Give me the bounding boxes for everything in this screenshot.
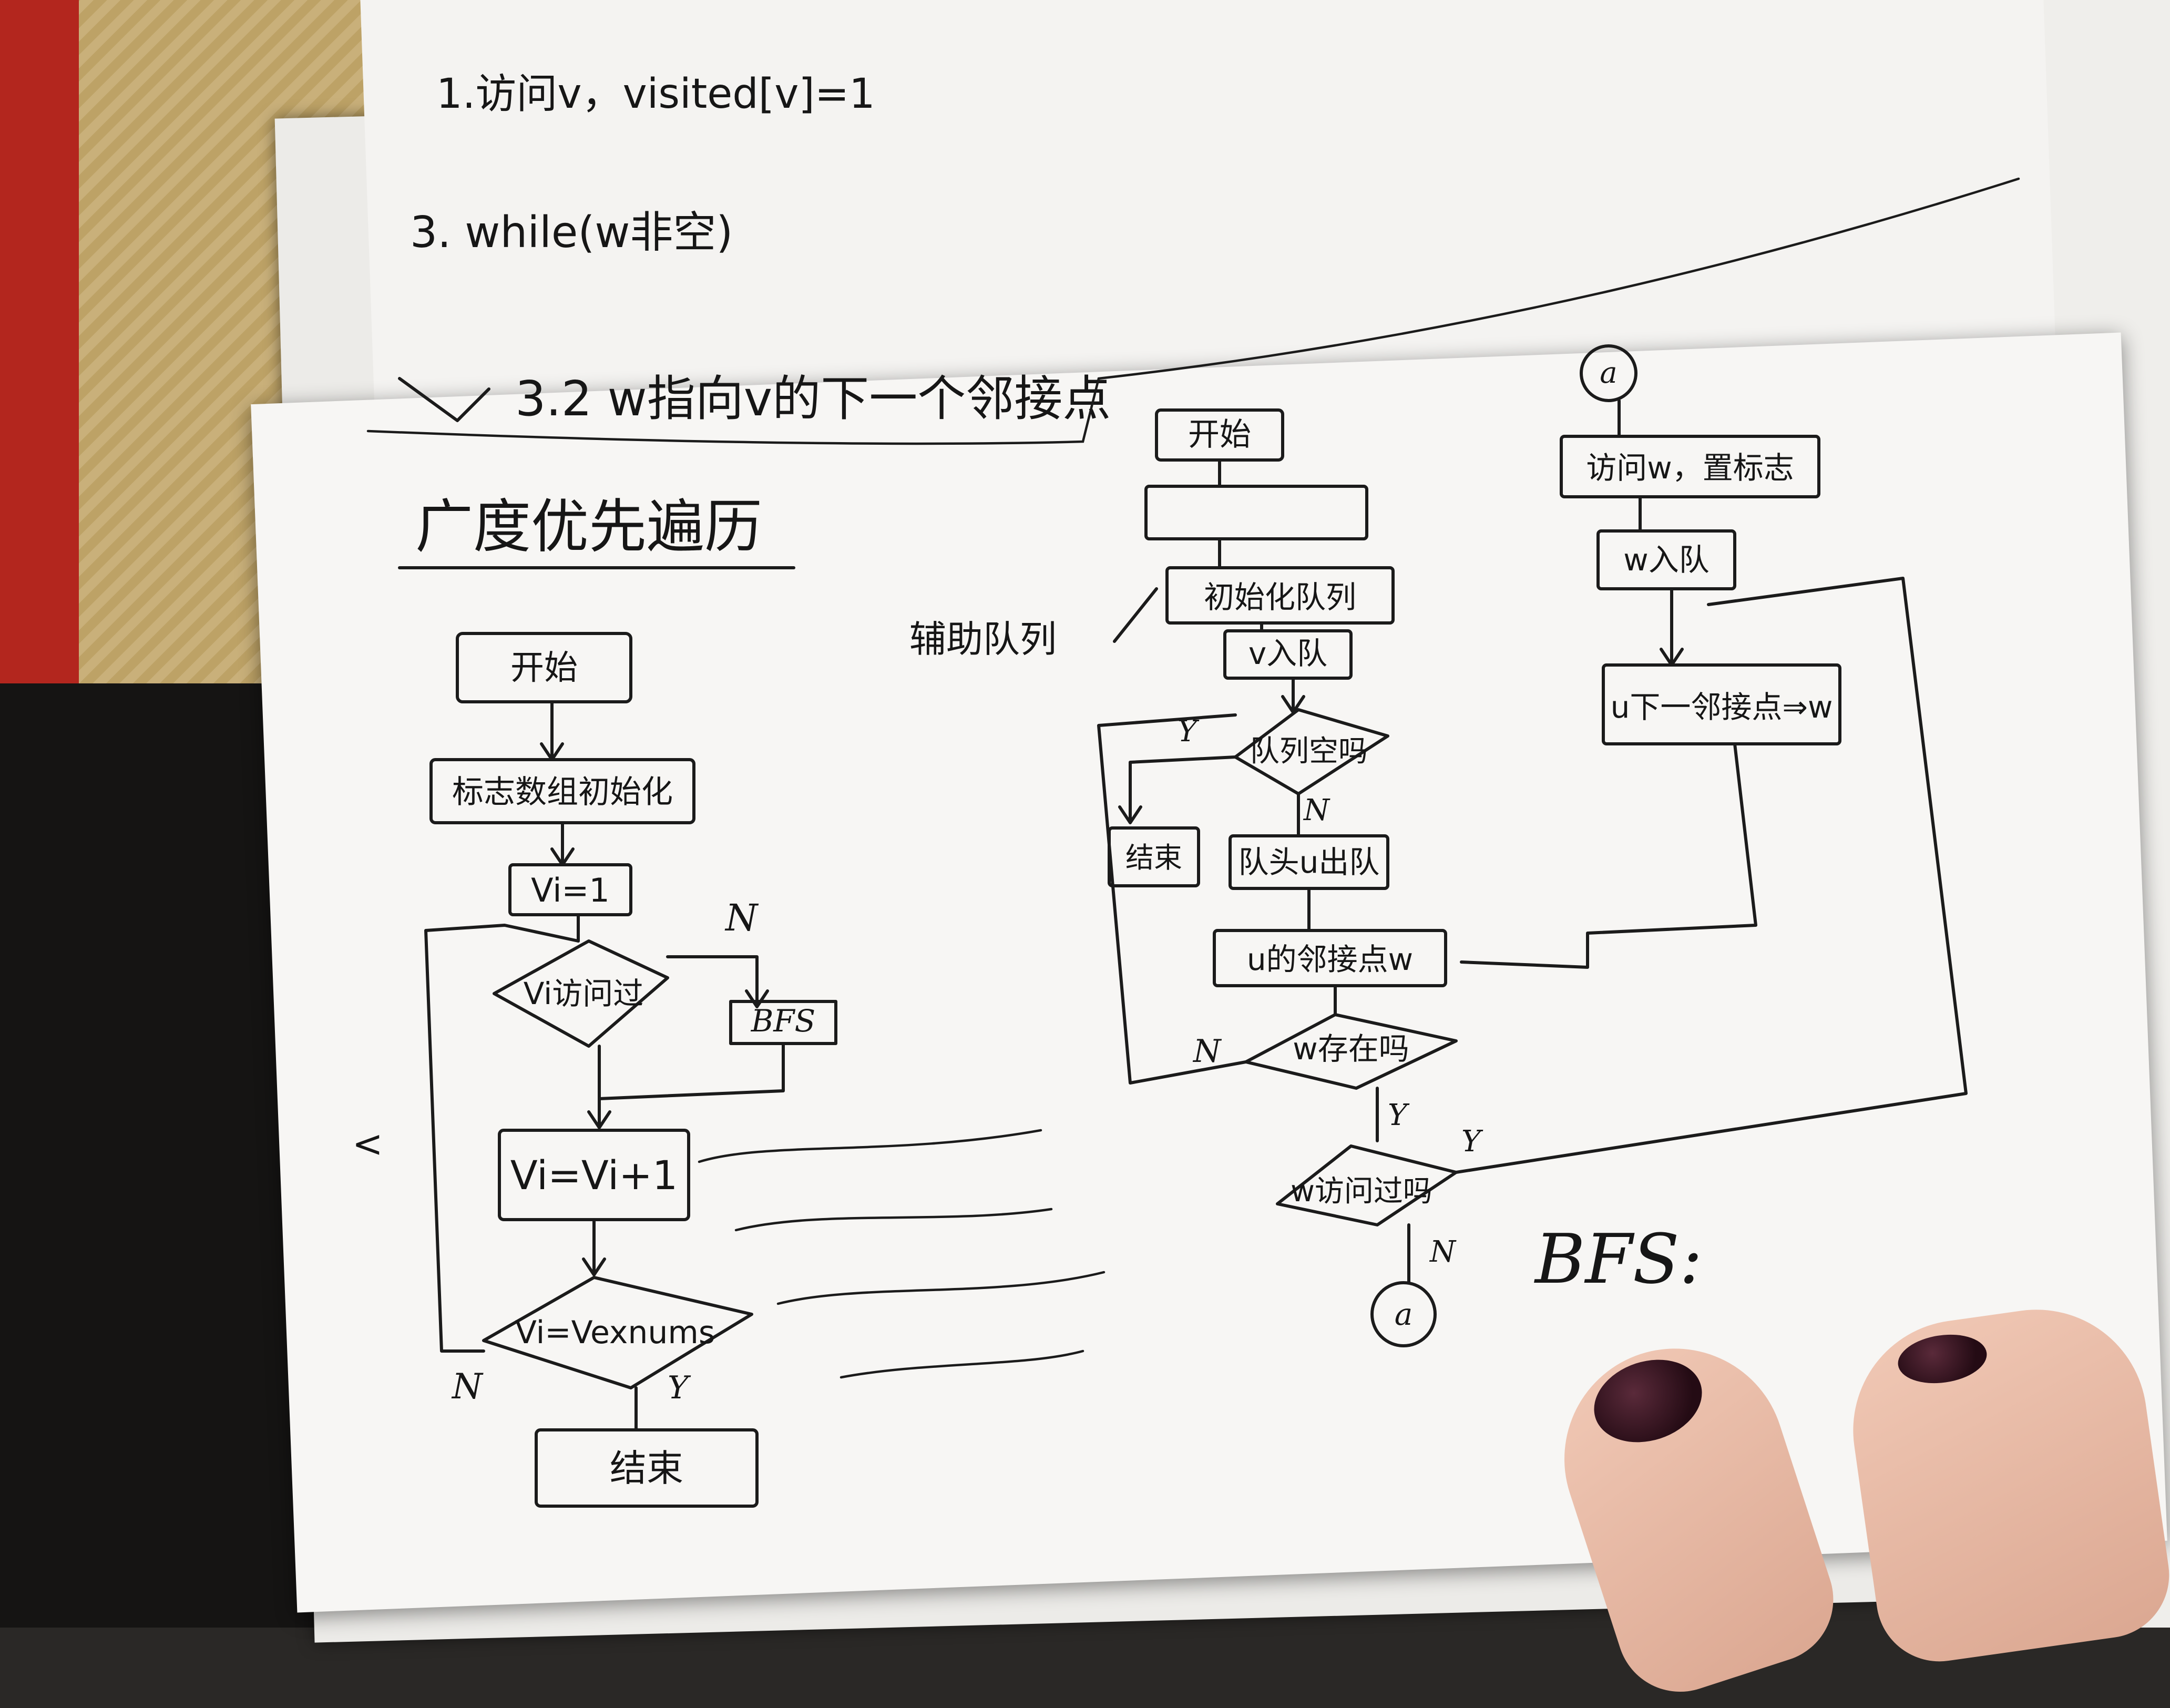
side-note-line-4 bbox=[840, 1349, 1084, 1379]
left-start-text: 开始 bbox=[510, 649, 578, 688]
right-next-adj-box bbox=[1602, 663, 1841, 745]
right-adj-w-text: u的邻接点w bbox=[1247, 942, 1413, 977]
left-loop-back-line bbox=[424, 924, 580, 1353]
note-separator-line bbox=[366, 177, 2020, 445]
left-label-y: Y bbox=[668, 1369, 691, 1406]
right-start-text: 开始 bbox=[1188, 416, 1251, 453]
right-enqueue-v-box bbox=[1223, 629, 1353, 680]
left-label-n2: N bbox=[451, 1366, 484, 1407]
right-next-adj-return-line bbox=[1460, 742, 1757, 969]
right-aux-note: 辅助队列 bbox=[909, 618, 1057, 661]
right-label-n1: N bbox=[1303, 793, 1330, 827]
right-label-y3: Y bbox=[1461, 1124, 1483, 1159]
right-arrow-y-end bbox=[1129, 755, 1237, 822]
flowchart-sketch: 1.访问v，visited[v]=1 3. while(w非空) 3.2 w指向… bbox=[352, 70, 2020, 1508]
side-note-line-2 bbox=[734, 1208, 1053, 1232]
finger-2 bbox=[1839, 1295, 2170, 1670]
left-label-n1: N bbox=[724, 896, 759, 939]
right-loop-back-line bbox=[1097, 713, 1247, 1085]
left-end-box bbox=[535, 1428, 759, 1508]
right-visit-w-box bbox=[1560, 435, 1820, 498]
right-flowchart: 辅助队列 开始 初始化队列 v入队 队列空吗 Y N 结束 队头u出队 bbox=[909, 344, 1968, 1347]
right-label-n3: N bbox=[1429, 1235, 1457, 1269]
right-bfs-caption: BFS: bbox=[1534, 1219, 1703, 1299]
right-w-exists-text: w存在吗 bbox=[1293, 1031, 1409, 1067]
left-arrow-bfs-return bbox=[598, 1042, 785, 1100]
right-connector-a-bottom-text: a bbox=[1395, 1296, 1413, 1332]
right-enqueue-w-box bbox=[1596, 529, 1736, 590]
left-init-text: 标志数组初始化 bbox=[452, 774, 673, 811]
right-queue-empty-diamond bbox=[1234, 708, 1389, 795]
note-step1: 1.访问v，visited[v]=1 bbox=[436, 70, 875, 118]
side-note-line-1 bbox=[698, 1129, 1042, 1163]
left-bfs-text: BFS bbox=[751, 1003, 816, 1039]
section-title-group: 广度优先遍历 bbox=[398, 493, 795, 569]
right-init-queue-box bbox=[1165, 566, 1395, 625]
left-loop-diamond bbox=[482, 1276, 753, 1389]
right-dequeue-text: 队头u出队 bbox=[1238, 844, 1380, 880]
left-vi-init-text: Vi=1 bbox=[531, 871, 610, 909]
side-note-line-3 bbox=[776, 1271, 1106, 1305]
section-title: 广度优先遍历 bbox=[415, 493, 762, 560]
left-arrow-n-branch bbox=[666, 955, 759, 1006]
right-queue-empty-text: 队列空吗 bbox=[1250, 734, 1368, 769]
left-arrowhead-4 bbox=[587, 1110, 611, 1129]
right-connector-a-top bbox=[1580, 344, 1637, 402]
right-label-n2: N bbox=[1192, 1033, 1222, 1070]
background-rug-stripe bbox=[0, 0, 79, 789]
side-note-scribbles bbox=[698, 1129, 1106, 1379]
right-visit-w-text: 访问w，置标志 bbox=[1586, 450, 1794, 486]
left-visited-text: Vi访问过 bbox=[524, 976, 644, 1011]
left-flowchart: 开始 标志数组初始化 Vi=1 Vi访问过 N BFS Vi=Vi+1 Vi=V bbox=[352, 632, 837, 1508]
left-arrowhead-5 bbox=[582, 1257, 606, 1276]
left-visited-diamond bbox=[493, 939, 669, 1048]
right-end-text: 结束 bbox=[1125, 841, 1182, 874]
margin-mark: < bbox=[352, 1122, 383, 1165]
right-adj-w-box bbox=[1213, 929, 1447, 987]
right-visit-v-box bbox=[1144, 485, 1368, 540]
right-w-exists-diamond bbox=[1244, 1013, 1458, 1090]
left-end-text: 结束 bbox=[610, 1447, 683, 1490]
note-step32: 3.2 w指向v的下一个邻接点 bbox=[515, 371, 1111, 427]
note-checkmark bbox=[398, 377, 490, 422]
left-increment-text: Vi=Vi+1 bbox=[510, 1152, 678, 1199]
right-label-y2: Y bbox=[1388, 1098, 1410, 1132]
right-enqueue-v-text: v入队 bbox=[1248, 636, 1327, 671]
left-loop-text: Vi=Vexnums bbox=[515, 1314, 715, 1351]
right-w-visited-text: w访问过吗 bbox=[1291, 1174, 1432, 1209]
right-connector-a-top-text: a bbox=[1600, 356, 1617, 390]
note-step3: 3. while(w非空) bbox=[410, 208, 733, 258]
right-enqueue-w-text: w入队 bbox=[1623, 542, 1709, 578]
right-arrowhead-y-end bbox=[1118, 805, 1142, 824]
left-vi-init-box bbox=[508, 863, 632, 916]
right-next-adj-text: u下一邻接点⇒w bbox=[1611, 689, 1833, 725]
top-notes: 1.访问v，visited[v]=1 3. while(w非空) 3.2 w指向… bbox=[366, 70, 2020, 445]
left-arrowhead-n-branch bbox=[745, 989, 769, 1008]
right-aux-note-pointer bbox=[1113, 587, 1158, 643]
right-connector-a-bottom bbox=[1370, 1281, 1437, 1347]
left-start-box bbox=[456, 632, 632, 703]
right-init-queue-text: 初始化队列 bbox=[1204, 579, 1356, 615]
right-long-loop-line bbox=[1455, 577, 1968, 1174]
